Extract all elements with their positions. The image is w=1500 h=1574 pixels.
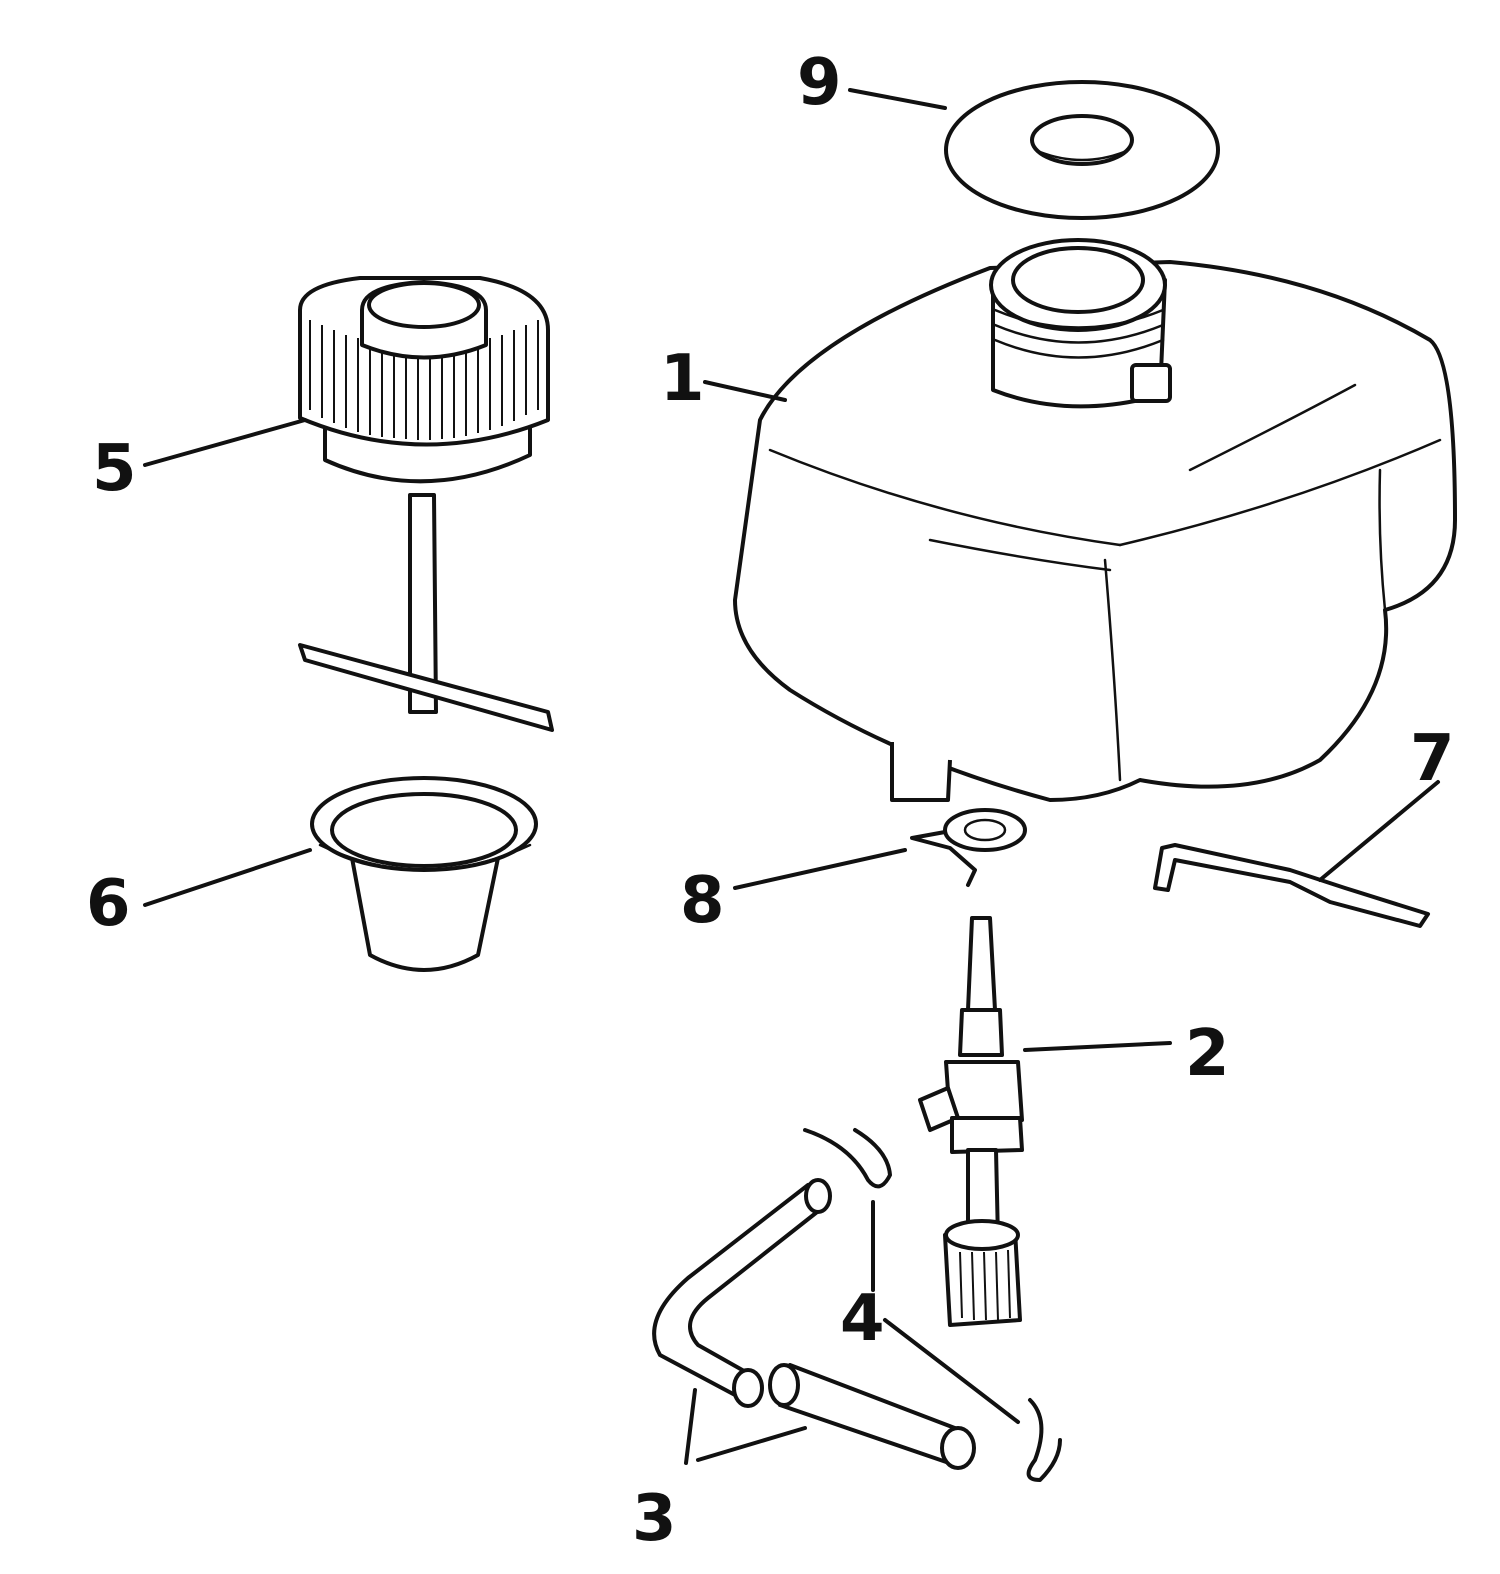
callouts: 9 1 5 6 8 7 2 4 3 — [86, 46, 1455, 1556]
gasket-washer — [944, 80, 1220, 220]
leader-lines — [143, 88, 1440, 1465]
callout-9: 9 — [797, 46, 842, 120]
fuel-hoses — [652, 1178, 976, 1470]
retaining-clip — [1153, 843, 1430, 928]
callout-7: 7 — [1410, 722, 1455, 796]
fuel-valve — [918, 916, 1024, 1327]
callout-5: 5 — [92, 432, 137, 506]
filler-cap — [298, 276, 554, 732]
hose-clamps — [803, 1128, 1062, 1482]
callout-1: 1 — [660, 342, 705, 416]
callout-4: 4 — [840, 1282, 885, 1356]
spring-clip — [910, 808, 1027, 887]
cap-knurling — [309, 320, 539, 440]
callout-6: 6 — [86, 867, 131, 941]
callout-3: 3 — [632, 1482, 677, 1556]
fuel-tank — [733, 238, 1457, 802]
callout-8: 8 — [680, 864, 725, 938]
callout-2: 2 — [1185, 1017, 1230, 1091]
filter-cup — [310, 776, 538, 972]
